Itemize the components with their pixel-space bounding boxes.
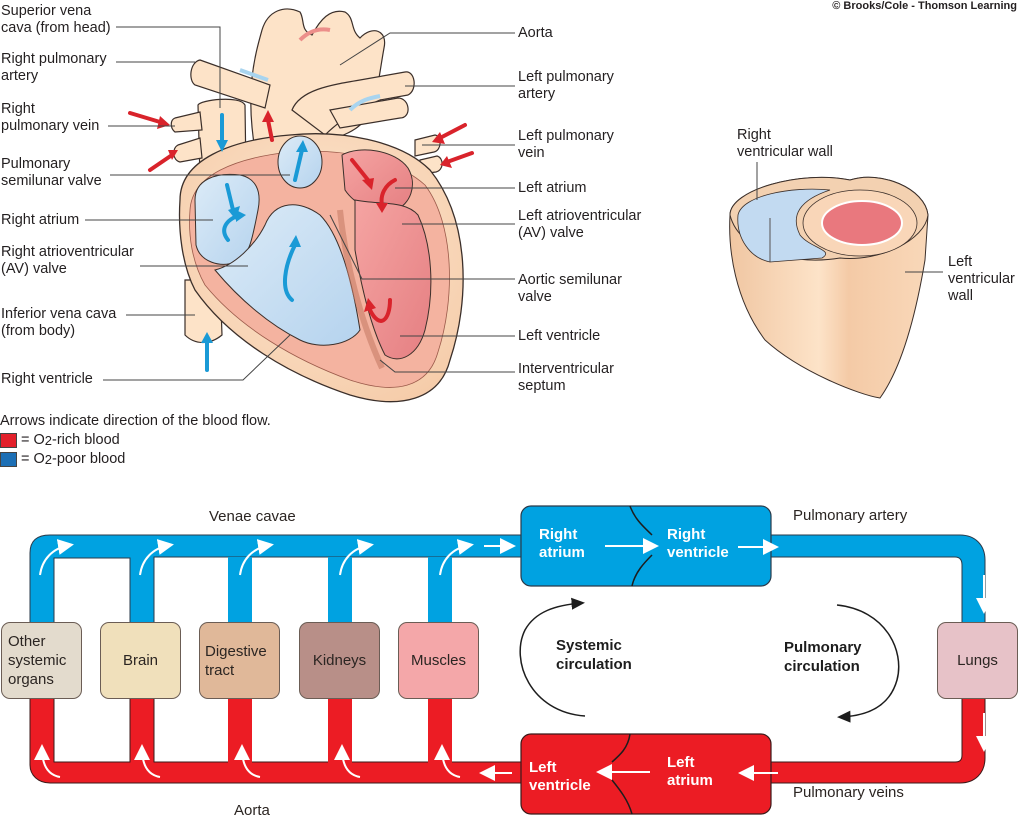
systemic-circulation-arrow <box>519 597 586 717</box>
label-aortic-semilunar-valve: Aortic semilunar valve <box>518 272 622 305</box>
legend-suffix: -rich blood <box>52 432 120 448</box>
label-right-atrium: Right atrium <box>1 212 80 228</box>
label-right-ventricular-wall: Right ventricular wall <box>737 127 833 160</box>
label-right-ventricle: Right ventricle <box>1 371 93 387</box>
organ-label: Brain <box>122 652 159 669</box>
interventricular-septum <box>337 209 385 370</box>
legend-subscript: 2 <box>44 433 53 448</box>
legend-suffix: -poor blood <box>52 451 126 467</box>
label-left-atrium-box: Left atrium <box>667 754 713 789</box>
organ-label: Digestive tract <box>205 642 267 679</box>
organ-label: Lungs <box>957 652 998 669</box>
label-interventricular-septum: Interventricular septum <box>518 361 614 394</box>
label-pulmonary-artery: Pulmonary artery <box>793 507 908 524</box>
legend-prefix: = O <box>21 451 45 467</box>
label-right-av-valve: Right atrioventricular (AV) valve <box>1 244 134 277</box>
ventricle-cross-section <box>729 162 943 399</box>
right-pulmonary-vein-2 <box>173 137 203 163</box>
heart-illustration <box>85 8 515 403</box>
label-left-ventricle: Left ventricle <box>518 328 601 344</box>
label-right-pulmonary-vein: Right pulmonary vein <box>1 101 100 134</box>
pulmonary-circulation-arrow <box>836 604 900 723</box>
right-atrium-chamber <box>194 173 260 265</box>
label-pulmonary-veins: Pulmonary veins <box>793 784 904 801</box>
organ-label: Other systemic organs <box>8 633 67 688</box>
organ-muscles: Muscles <box>398 622 479 699</box>
right-pulmonary-vein-1 <box>170 111 203 133</box>
label-pulmonary-semilunar-valve: Pulmonary semilunar valve <box>1 156 102 189</box>
label-right-atrium-box: Right atrium <box>539 526 585 561</box>
blood-legend: Arrows indicate direction of the blood f… <box>0 412 271 469</box>
label-aorta: Aorta <box>518 25 553 41</box>
organ-label: Muscles <box>410 652 466 669</box>
legend-subscript: 2 <box>44 452 53 467</box>
legend-caption: Arrows indicate direction of the blood f… <box>0 413 271 429</box>
label-systemic-circulation: Systemic circulation <box>556 637 632 673</box>
label-inferior-vena-cava: Inferior vena cava (from body) <box>1 306 117 339</box>
label-left-ventricular-wall: Left ventricular wall <box>948 254 1015 304</box>
blue-swatch-icon <box>0 452 17 467</box>
aorta-vessel <box>29 696 526 784</box>
label-left-pulmonary-vein: Left pulmonary vein <box>518 128 614 161</box>
label-venae-cavae: Venae cavae <box>209 508 296 525</box>
venae-cavae-vessel <box>29 534 526 626</box>
label-pulmonary-circulation: Pulmonary circulation <box>784 639 862 675</box>
label-left-ventricle-box: Left ventricle <box>529 759 591 794</box>
organ-lungs: Lungs <box>937 622 1018 699</box>
organ-brain: Brain <box>100 622 181 699</box>
label-left-atrium: Left atrium <box>518 180 587 196</box>
legend-prefix: = O <box>21 432 45 448</box>
label-superior-vena-cava: Superior vena cava (from head) <box>1 3 111 36</box>
organ-kidneys: Kidneys <box>299 622 380 699</box>
organ-digestive-tract: Digestive tract <box>199 622 280 699</box>
label-right-pulmonary-artery: Right pulmonary artery <box>1 51 107 84</box>
organ-other-systemic: Other systemic organs <box>1 622 82 699</box>
right-pulmonary-artery <box>190 59 271 109</box>
copyright-notice: © Brooks/Cole - Thomson Learning <box>832 0 1017 12</box>
label-aorta-bottom: Aorta <box>234 802 270 819</box>
pulmonary-veins-vessel <box>767 696 986 784</box>
label-left-pulmonary-artery: Left pulmonary artery <box>518 69 614 102</box>
label-left-av-valve: Left atrioventricular (AV) valve <box>518 208 642 241</box>
label-right-ventricle-box: Right ventricle <box>667 526 729 561</box>
pulmonary-artery-vessel <box>767 534 986 626</box>
left-pulmonary-artery <box>329 97 409 129</box>
red-swatch-icon <box>0 433 17 448</box>
organ-label: Kidneys <box>312 652 367 669</box>
circulation-loop <box>29 505 992 815</box>
